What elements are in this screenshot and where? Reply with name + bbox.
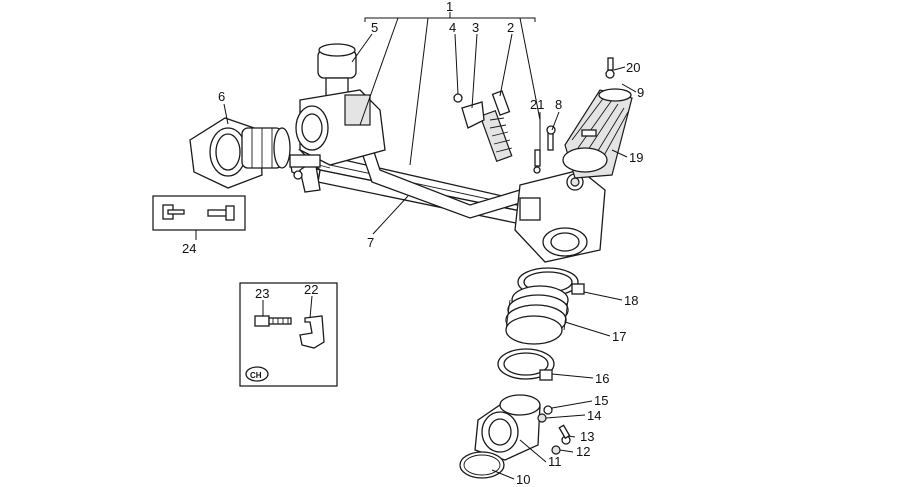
callout-23: 23 [255,286,269,301]
callout-24: 24 [182,241,196,256]
callout-2: 2 [507,20,514,35]
lower-intake-manifold [474,394,541,461]
leader-lines [195,12,637,480]
callout-21: 21 [530,97,544,112]
mount-bolts [537,405,571,455]
inset-box-24 [152,195,246,231]
inset-box-22-23 [239,282,338,387]
callout-6: 6 [218,89,225,104]
hose-clamp-lower [497,348,555,381]
callout-19: 19 [629,150,643,165]
callout-8: 8 [555,97,562,112]
callout-11: 11 [548,454,562,469]
callout-17: 17 [612,329,626,344]
left-throttle-body [289,43,386,180]
callout-labels: 1 2 3 4 5 6 7 8 9 10 11 12 13 14 15 16 1… [182,0,644,487]
callout-20: 20 [626,60,640,75]
callout-22: 22 [304,282,318,297]
callout-10: 10 [516,472,530,487]
callout-4: 4 [449,20,456,35]
callout-18: 18 [624,293,638,308]
gasket [459,451,505,479]
callout-16: 16 [595,371,609,386]
callout-12: 12 [576,444,590,459]
bracket [461,101,485,129]
air-filter [562,57,633,179]
callout-15: 15 [594,393,608,408]
left-intake-boot [189,117,291,189]
inset-badge-label: CH [250,371,262,380]
callout-13: 13 [580,429,594,444]
right-throttle-body [514,169,606,263]
callout-5: 5 [371,20,378,35]
callout-1: 1 [446,0,453,14]
callout-14: 14 [587,408,601,423]
callout-9: 9 [637,85,644,100]
callout-3: 3 [472,20,479,35]
intake-bellows [505,285,569,345]
callout-7: 7 [367,235,374,250]
fuel-injector [479,90,513,163]
